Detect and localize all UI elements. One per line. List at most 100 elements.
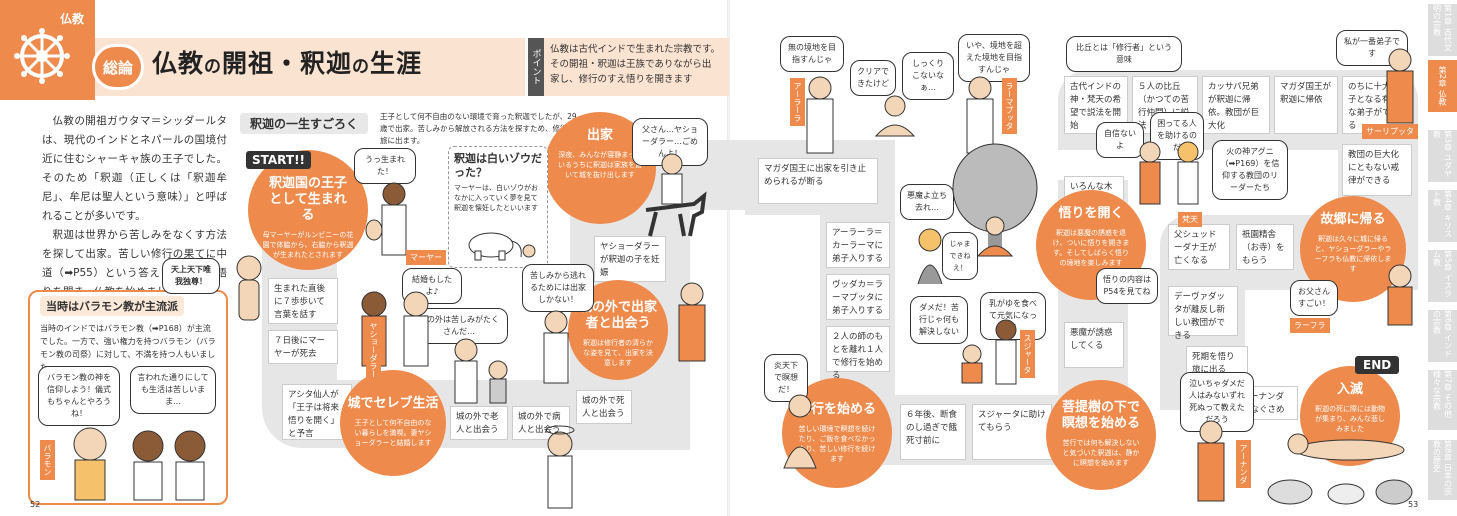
name-label: マーヤー: [406, 250, 446, 265]
speech-bubble: 言われた通りにしても生活は苦しいまま…: [130, 366, 216, 414]
chapter-tab[interactable]: 第5章 イスラム教: [1428, 250, 1457, 302]
milestone-circle: 城の外で出家者と出会う 釈迦は修行者の清らかな姿を見て、出家を決意します: [568, 280, 668, 380]
ananda-illustration: [1197, 420, 1225, 502]
header-band: [95, 38, 525, 96]
speech-bubble: 自信ないよ: [1096, 122, 1144, 158]
speech-bubble: じゃまできねえ！: [942, 232, 978, 280]
board-cell: 生まれた直後に７歩歩いて言葉を話す: [268, 278, 338, 324]
rahula-illustration: [1387, 264, 1413, 326]
milestone-circle: 釈迦国の王子として生まれる 母マーヤーがルンビニーの花園で体脇から、右脇から釈迦…: [248, 150, 368, 270]
speech-bubble: 悪魔よ立ち去れ…: [900, 184, 954, 220]
board-description: 王子として何不自由のない環境で育った釈迦でしたが、29歳で出家。苦しみから解放さ…: [380, 112, 577, 145]
name-label: アーラーラ: [790, 78, 805, 126]
speech-bubble: 苦しみから逃れるためには出家しかない！: [522, 264, 594, 312]
speech-bubble: 私が一番弟子です: [1336, 30, 1408, 66]
end-label: END: [1355, 356, 1400, 374]
chapter-tab[interactable]: 第4章 キリスト教: [1428, 190, 1457, 242]
chapter-tabs: 第1章 古代文明の宗教 第2章 仏教 第3章 ユダヤ教 第4章 キリスト教 第5…: [1428, 0, 1457, 516]
page-number-right: 53: [1408, 500, 1419, 509]
ascetic-illustration: [783, 394, 817, 469]
bodhi-tree-illustration: [952, 143, 1038, 257]
demon-illustration: [917, 228, 943, 285]
couple-illustration: [361, 291, 429, 367]
chapter-tab[interactable]: 第6章 インドの宗教: [1428, 310, 1457, 362]
buddha-baby-illustration: [236, 255, 262, 321]
speech-bubble: 比丘とは「修行者」という意味: [1066, 36, 1182, 72]
dead-person-illustration: [545, 425, 575, 509]
nirvana-animals-illustration: [1267, 433, 1413, 505]
speech-bubble: しっくりこないなぁ…: [902, 52, 954, 100]
sujata-illustration: [961, 319, 1017, 385]
speech-bubble: 火の神アグニ（➡P169）を信仰する教団のリーダーたち: [1212, 140, 1288, 200]
overview-badge: 総論: [92, 44, 144, 90]
board-cell: ヴッダカ＝ラーマプッタに弟子入りする: [826, 274, 890, 320]
speech-bubble: クリアできたけど: [850, 60, 896, 96]
speech-bubble: いや、境地を超えた境地を目指すんじゃ: [958, 34, 1030, 82]
sariputta-illustration: [1386, 48, 1414, 124]
category-label: 仏教: [60, 12, 85, 26]
brahmin-title: 当時はバラモン教が主流派: [40, 296, 184, 316]
chapter-tab[interactable]: 第8章 日本の宗教の歴史: [1428, 440, 1457, 500]
board-cell: マガダ国王に出家を引き止められるが断る: [758, 158, 878, 204]
name-label: ラーマプッタ: [1002, 78, 1017, 134]
dharma-wheel-icon: [14, 28, 70, 84]
board-cell: ７日後にマーヤーが死去: [268, 330, 338, 364]
speech-bubble: 無の境地を目指すんじゃ: [780, 36, 844, 72]
board-title: 釈迦の一生すごろく: [240, 113, 369, 134]
board-cell: 祇園精舎（お寺）をもらう: [1236, 224, 1294, 270]
speech-bubble: 天上天下唯我独尊！: [162, 258, 220, 294]
board-cell: ２人の師のもとを離れ１人で修行を始める: [826, 326, 890, 381]
alara-illustration: [806, 76, 834, 154]
board-cell: 父シュッドーダナ王が亡くなる: [1168, 224, 1230, 270]
start-label: START!!: [246, 151, 312, 169]
speech-bubble: 悟りの内容はP54を見てね: [1096, 268, 1158, 304]
speech-bubble: 炎天下で瞑想だ！: [764, 354, 808, 402]
board-cell: 古代インドの神・梵天の希望で説法を開始: [1064, 76, 1128, 134]
point-box: 仏教は古代インドで生まれた宗教です。 その開祖・釈迦は王族でありながら出 家し、…: [544, 38, 729, 96]
board-cell: スジャータに助けてもらう: [972, 404, 1052, 460]
chapter-tab-active[interactable]: 第2章 仏教: [1428, 60, 1457, 112]
milestone-circle: 菩提樹の下で瞑想を始める 苦行では何も解決しないと気づいた釈迦は、静かに瞑想を始…: [1046, 380, 1156, 490]
name-label: サーリプッタ: [1362, 124, 1418, 139]
intro-text: 仏教の開祖ガウタマ＝シッダールタは、現代のインドとネパールの国境付近に住むシャー…: [42, 115, 227, 298]
milestone-circle: 城でセレブ生活 王子として何不自由のない暮らしを満喫。妻ヤショーダラーと結婚しま…: [340, 370, 446, 476]
name-label: アーナンダ: [1236, 440, 1251, 488]
horse-rider-illustration: [645, 153, 707, 237]
chapter-tab[interactable]: 第7章 その他様々な宗教: [1428, 370, 1457, 430]
board-cell: ６年後、断食のし過ぎで餓死寸前に: [900, 404, 966, 460]
speech-bubble: バラモン教の神を信仰しよう！儀式もちゃんとやろうね！: [38, 366, 120, 426]
uddaka-illustration: [966, 76, 994, 154]
name-label: ラーフラ: [1290, 318, 1330, 333]
name-label: スジャータ: [1020, 330, 1035, 378]
speech-bubble: お父さんすごい！: [1290, 280, 1338, 316]
page-number-left: 52: [30, 500, 41, 509]
board-cell: 城の外で老人と出会う: [450, 406, 508, 440]
sick-person-illustration: [543, 310, 569, 384]
point-tab: ポイント: [528, 38, 544, 96]
page-title: 仏教の開祖・釈迦の生涯: [152, 49, 423, 78]
monk-illustration: [678, 282, 706, 362]
speech-bubble: うっ生まれた！: [354, 148, 416, 184]
name-label: ヤショーダラー: [366, 318, 381, 382]
board-cell: マガダ国王が釈迦に帰依: [1274, 76, 1338, 134]
board-cell: カッサパ兄弟が釈迦に帰依。教団が巨大化: [1202, 76, 1270, 134]
board-cell: アーラーラ＝カーラーマに弟子入りする: [826, 222, 890, 268]
board-cell: デーヴァダッタが離反し新しい教団ができる: [1168, 286, 1238, 341]
board-cell: ヤショーダラーが釈迦の子を妊娠: [594, 236, 666, 282]
chapter-tab[interactable]: 第3章 ユダヤ教: [1428, 130, 1457, 182]
elephant-icon: [468, 232, 536, 261]
speech-bubble: 泣いちゃダメだ人はみないずれ死ぬって教えただろう: [1180, 372, 1254, 432]
meditating-buddha-illustration: [874, 95, 916, 137]
board-cell: 教団の巨大化にともない戒律ができる: [1342, 144, 1412, 196]
bonten-illustration: [1139, 141, 1199, 205]
board-cell: 悪魔が誘惑してくる: [1064, 322, 1124, 368]
maya-illustration: [365, 182, 407, 256]
board-cell: 城の外で死人と出会う: [576, 390, 632, 424]
old-man-illustration: [454, 338, 508, 404]
elephant-note: 釈迦は白いゾウだった？ マーヤーは、白いゾウがおなかに入っていく夢を見て釈迦を懐…: [448, 146, 548, 268]
page-gutter: [727, 0, 730, 516]
chapter-tab[interactable]: 第1章 古代文明の宗教: [1428, 4, 1457, 56]
name-label: 梵天: [1178, 212, 1202, 227]
brahmin-people-illustration: [73, 427, 206, 501]
speech-bubble: ダメだ！苦行じゃ何も解決しない: [910, 296, 968, 344]
